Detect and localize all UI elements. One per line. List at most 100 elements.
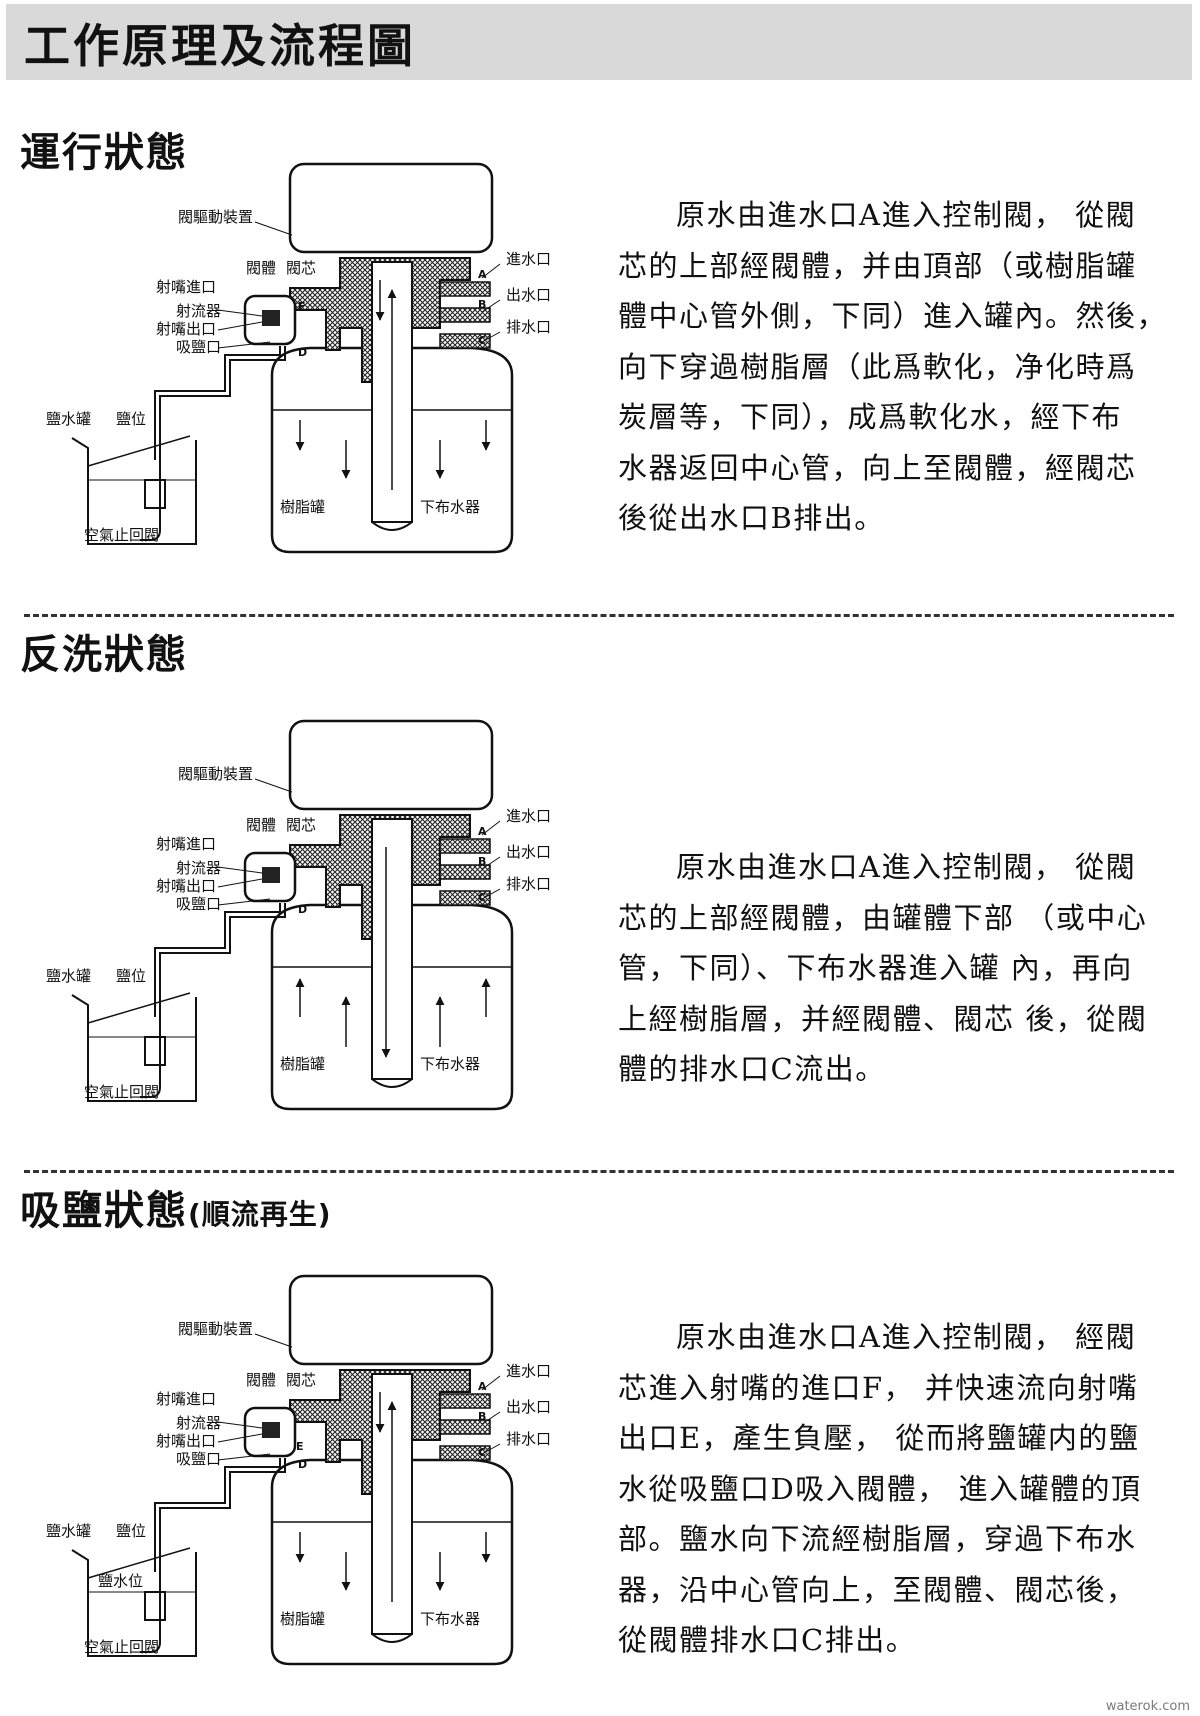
label-brine-tank: 鹽水罐: [46, 410, 91, 428]
label-valve-body: 閥體: [246, 259, 276, 277]
label-distributor: 下布水器: [420, 1610, 480, 1628]
diagram-svg: 閥驅動裝置 閥體 閥芯 射嘴進口 射流器 射嘴出口 吸鹽口 進水口 出水口 排水…: [46, 162, 551, 554]
paragraph-line: 向下穿過樹脂層（此爲軟化，净化時爲: [618, 349, 1137, 384]
section-heading-brine: 吸鹽狀態(順流再生): [20, 1178, 332, 1236]
brine-tank: [71, 994, 197, 1102]
valve-drive-unit: [288, 719, 494, 811]
label-port-d: D: [298, 1458, 307, 1471]
paragraph-brine: 原水由進水口A進入控制閥， 經閥 芯進入射嘴的進口F， 并快速流向射嘴 出口E，…: [618, 1312, 1178, 1666]
section-heading-service: 運行狀態: [20, 120, 188, 178]
diagram-brine: 閥驅動裝置 閥體 閥芯 射嘴進口 射流器 射嘴出口 吸鹽口 進水口 出水口 排水…: [0, 1272, 600, 1712]
lower-distributor: [371, 1633, 413, 1643]
injector-nozzle: [262, 310, 280, 326]
label-valve-core: 閥芯: [286, 1371, 316, 1389]
paragraph-line: 水器返回中心管，向上至閥體，經閥芯: [618, 450, 1137, 485]
injector-nozzle: [262, 867, 280, 883]
label-port-b: B: [478, 298, 486, 311]
label-drain: 排水口: [506, 1430, 551, 1448]
label-jet-outlet: 射嘴出口: [156, 320, 216, 338]
label-jet-inlet: 射嘴進口: [156, 835, 216, 853]
valve-drive-unit: [288, 1274, 494, 1366]
watermark: waterok.com: [1105, 1699, 1190, 1714]
section-divider: [24, 614, 1174, 617]
salt-level-line: [87, 1547, 191, 1579]
brine-line: [159, 903, 286, 1017]
label-air-check-valve: 空氣止回閥: [84, 1638, 159, 1656]
paragraph-line: 原水由進水口A進入控制閥， 從閥: [676, 850, 1137, 884]
label-port-c: C: [478, 891, 486, 904]
label-inlet: 進水口: [506, 807, 551, 825]
label-port-a: A: [478, 268, 487, 281]
section-divider: [24, 1170, 1174, 1173]
page-title: 工作原理及流程圖: [24, 19, 416, 73]
label-port-b: B: [478, 1410, 486, 1423]
label-port-d: D: [298, 903, 307, 916]
section-heading-text: 反洗狀態: [20, 632, 188, 678]
drain-port: [439, 333, 491, 349]
label-valve-drive: 閥驅動裝置: [178, 765, 253, 783]
outlet-port: [439, 307, 491, 323]
label-port-f: F: [298, 300, 306, 313]
air-check-valve: [144, 1591, 166, 1621]
paragraph-line: 原水由進水口A進入控制閥， 經閥: [676, 1320, 1137, 1354]
inlet-port: [439, 1393, 491, 1409]
label-distributor: 下布水器: [420, 1055, 480, 1073]
paragraph-line: 芯進入射嘴的進口F， 并快速流向射嘴: [618, 1370, 1139, 1405]
paragraph-line: 體中心管外側，下同）進入罐內。然後，: [618, 299, 1168, 333]
label-jet-outlet: 射嘴出口: [156, 877, 216, 895]
paragraph-line: 出口E，產生負壓， 從而將鹽罐内的鹽: [618, 1421, 1140, 1455]
paragraph-line: 炭層等，下同），成爲軟化水，經下布: [618, 400, 1123, 434]
paragraph-backwash: 原水由進水口A進入控制閥， 從閥 芯的上部經閥體，由罐體下部 （或中心 管，下同…: [618, 842, 1178, 1095]
label-air-check-valve: 空氣止回閥: [84, 526, 159, 544]
flow-arrows: [295, 280, 491, 490]
brine-tank: [71, 1549, 197, 1657]
label-brine-tank: 鹽水罐: [46, 1522, 91, 1540]
label-valve-core: 閥芯: [286, 816, 316, 834]
paragraph-line: 體的排水口C流出。: [618, 1052, 886, 1086]
inlet-port: [439, 838, 491, 854]
brine-tank: [71, 437, 197, 545]
injector-nozzle: [262, 1422, 280, 1438]
label-port-b: B: [478, 855, 486, 868]
section-heading-subtitle: (順流再生): [188, 1198, 332, 1231]
center-pipe: [371, 818, 413, 1080]
label-valve-body: 閥體: [246, 1371, 276, 1389]
paragraph-service: 原水由進水口A進入控制閥， 從閥 芯的上部經閥體，并由頂部（或樹脂罐 體中心管外…: [618, 190, 1178, 544]
label-air-check-valve: 空氣止回閥: [84, 1083, 159, 1101]
label-port-c: C: [478, 1446, 486, 1459]
drain-port: [439, 890, 491, 906]
label-brine-inlet: 吸鹽口: [176, 1450, 221, 1468]
paragraph-line: 後從出水口B排出。: [618, 501, 885, 535]
label-brine-inlet: 吸鹽口: [176, 338, 221, 356]
title-bar: 工作原理及流程圖: [6, 4, 1192, 80]
label-salt-level: 鹽位: [116, 1522, 146, 1540]
label-jet-inlet: 射嘴進口: [156, 278, 216, 296]
inlet-port: [439, 281, 491, 297]
label-resin-tank: 樹脂罐: [280, 498, 325, 516]
diagram-service: 閥驅動裝置 閥體 閥芯 射嘴進口 射流器 射嘴出口 吸鹽口 進水口 出水口 排水…: [0, 160, 600, 600]
air-check-valve: [144, 1036, 166, 1066]
label-inlet: 進水口: [506, 250, 551, 268]
section-heading-backwash: 反洗狀態: [20, 622, 188, 680]
outlet-port: [439, 1419, 491, 1435]
label-valve-core: 閥芯: [286, 259, 316, 277]
label-outlet: 出水口: [506, 843, 551, 861]
section-heading-text: 運行狀態: [20, 130, 188, 176]
air-check-valve: [144, 479, 166, 509]
flow-arrows: [295, 1392, 491, 1602]
paragraph-line: 部。鹽水向下流經樹脂層，穿過下布水: [618, 1522, 1137, 1556]
label-injector: 射流器: [176, 1414, 221, 1432]
salt-level-line: [87, 992, 191, 1024]
paragraph-line: 芯的上部經閥體，并由頂部（或樹脂罐: [618, 248, 1137, 283]
label-distributor: 下布水器: [420, 498, 480, 516]
lower-distributor: [371, 521, 413, 531]
paragraph-line: 原水由進水口A進入控制閥， 從閥: [676, 198, 1137, 232]
label-resin-tank: 樹脂罐: [280, 1610, 325, 1628]
paragraph-line: 上經樹脂層，并經閥體、閥芯 後，從閥: [618, 1001, 1148, 1036]
label-salt-level: 鹽位: [116, 967, 146, 985]
paragraph-line: 管，下同）、下布水器進入罐 內，再向: [618, 951, 1133, 985]
label-valve-body: 閥體: [246, 816, 276, 834]
label-brine-inlet: 吸鹽口: [176, 895, 221, 913]
diagram-svg: 閥驅動裝置 閥體 閥芯 射嘴進口 射流器 射嘴出口 吸鹽口 進水口 出水口 排水…: [46, 719, 551, 1111]
label-jet-inlet: 射嘴進口: [156, 1390, 216, 1408]
